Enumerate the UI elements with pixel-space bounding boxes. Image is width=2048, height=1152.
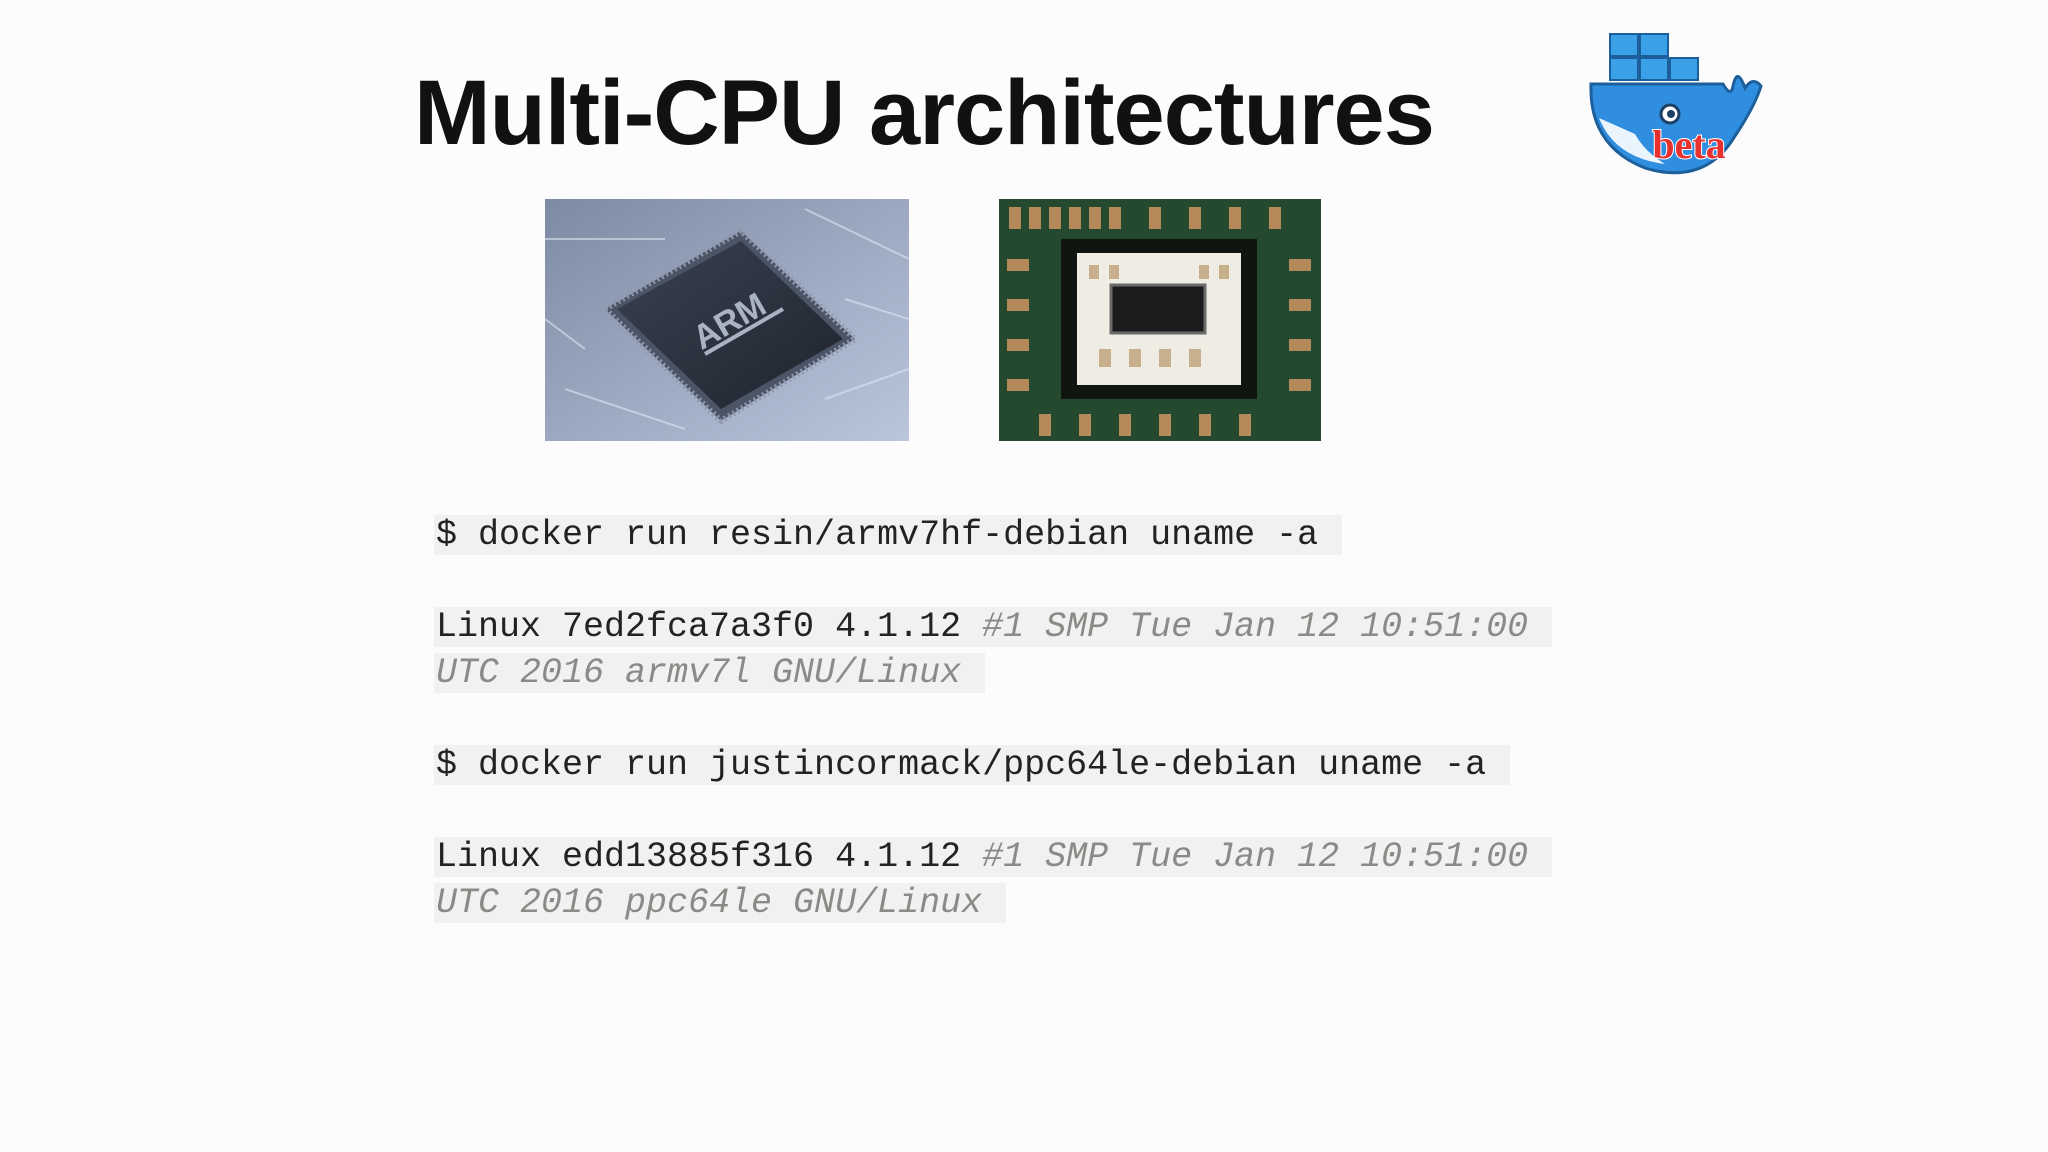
command-2-output: Linux edd13885f316 4.1.12 #1 SMP Tue Jan… [434,834,1553,926]
docker-beta-logo: beta [1589,33,1763,175]
output-2-plain: Linux edd13885f316 4.1.12 [436,837,983,877]
command-1-output: Linux 7ed2fca7a3f0 4.1.12 #1 SMP Tue Jan… [434,604,1553,696]
beta-badge: beta [1652,122,1725,167]
command-1: $ docker run resin/armv7hf-debian uname … [434,512,1343,558]
slide-title: Multi-CPU architectures [414,62,1435,164]
output-1-comment-line2: UTC 2016 armv7l GNU/Linux [434,653,986,693]
arm-chip-photo: ARM [545,199,909,441]
command-2-prompt: $ docker run justincormack/ppc64le-debia… [434,745,1511,785]
output-2-comment-line2: UTC 2016 ppc64le GNU/Linux [434,883,1007,923]
power-chip-photo [999,199,1321,441]
command-2: $ docker run justincormack/ppc64le-debia… [434,742,1511,788]
output-2-comment-line1: #1 SMP Tue Jan 12 10:51:00 [982,837,1529,877]
command-1-prompt: $ docker run resin/armv7hf-debian uname … [434,515,1343,555]
output-1-comment-line1: #1 SMP Tue Jan 12 10:51:00 [982,607,1529,647]
output-1-plain: Linux 7ed2fca7a3f0 4.1.12 [436,607,983,647]
